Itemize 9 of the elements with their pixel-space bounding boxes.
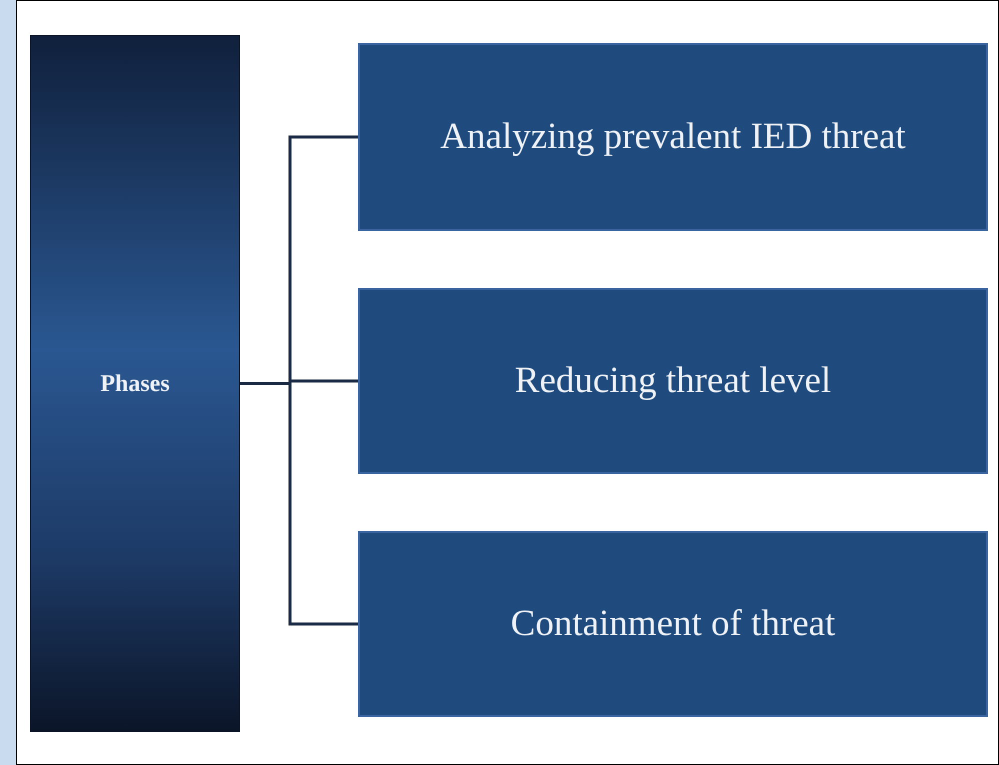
connector-line [240, 382, 358, 626]
box-label: Analyzing prevalent IED threat [440, 114, 906, 159]
category-box [30, 35, 240, 732]
box-label: Reducing threat level [514, 358, 832, 403]
phase-box [358, 288, 988, 474]
box-label: Phases [100, 370, 170, 398]
phase-box [358, 531, 988, 717]
phase-box [358, 43, 988, 231]
box-label: Containment of threat [510, 602, 836, 646]
